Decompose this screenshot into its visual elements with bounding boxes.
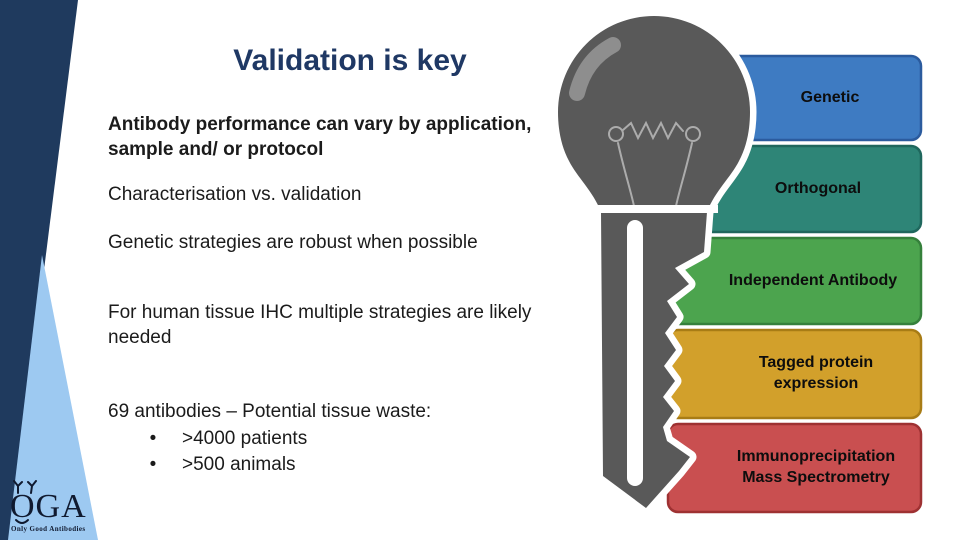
- orthogonal-label: Orthogonal: [774, 179, 862, 197]
- dark-navy-triangle: [0, 0, 78, 540]
- bullet-text: >4000 patients: [182, 428, 308, 449]
- body-line-characterisation: Characterisation vs. validation: [108, 184, 362, 205]
- page-title: Validation is key: [233, 44, 467, 77]
- independent-antibody-label: Independent Antibody: [728, 271, 898, 289]
- bulb-highlight-icon: [569, 37, 621, 101]
- body-line-genetic-strategies: Genetic strategies are robust when possi…: [108, 232, 478, 253]
- light-blue-triangle: [8, 255, 98, 540]
- bullet-text: >500 animals: [182, 454, 296, 475]
- oga-logo-text: OGA: [10, 480, 120, 525]
- lightbulb-key-icon: [558, 16, 750, 508]
- intro-paragraph: Antibody performance can vary by applica…: [108, 114, 532, 160]
- filament-icon: [608, 120, 701, 207]
- keyway-slot: [627, 220, 643, 486]
- bullet-glyph: •: [149, 428, 157, 449]
- body-line-ihc-strategies: For human tissue IHC multiple strategies…: [108, 302, 532, 348]
- tagged-protein-label: Tagged protein expression: [758, 354, 874, 392]
- oga-logo-tagline: Only Good Antibodies: [11, 525, 86, 533]
- antibody-smile-icon: [13, 480, 37, 524]
- stats-heading: 69 antibodies – Potential tissue waste:: [108, 401, 432, 422]
- immunoprecipitation-label: Immunoprecipitation Mass Spectrometry: [736, 448, 896, 486]
- bullet-item-animals: • >500 animals: [148, 452, 296, 477]
- oga-logo-letters: OGA: [10, 488, 87, 525]
- oga-logo: OGA Only Good Antibodies: [10, 480, 120, 533]
- genetic-label: Genetic: [800, 88, 860, 106]
- bullet-glyph: •: [149, 454, 157, 475]
- bulb-base-separator: [592, 205, 718, 213]
- bullet-item-patients: • >4000 patients: [148, 426, 308, 451]
